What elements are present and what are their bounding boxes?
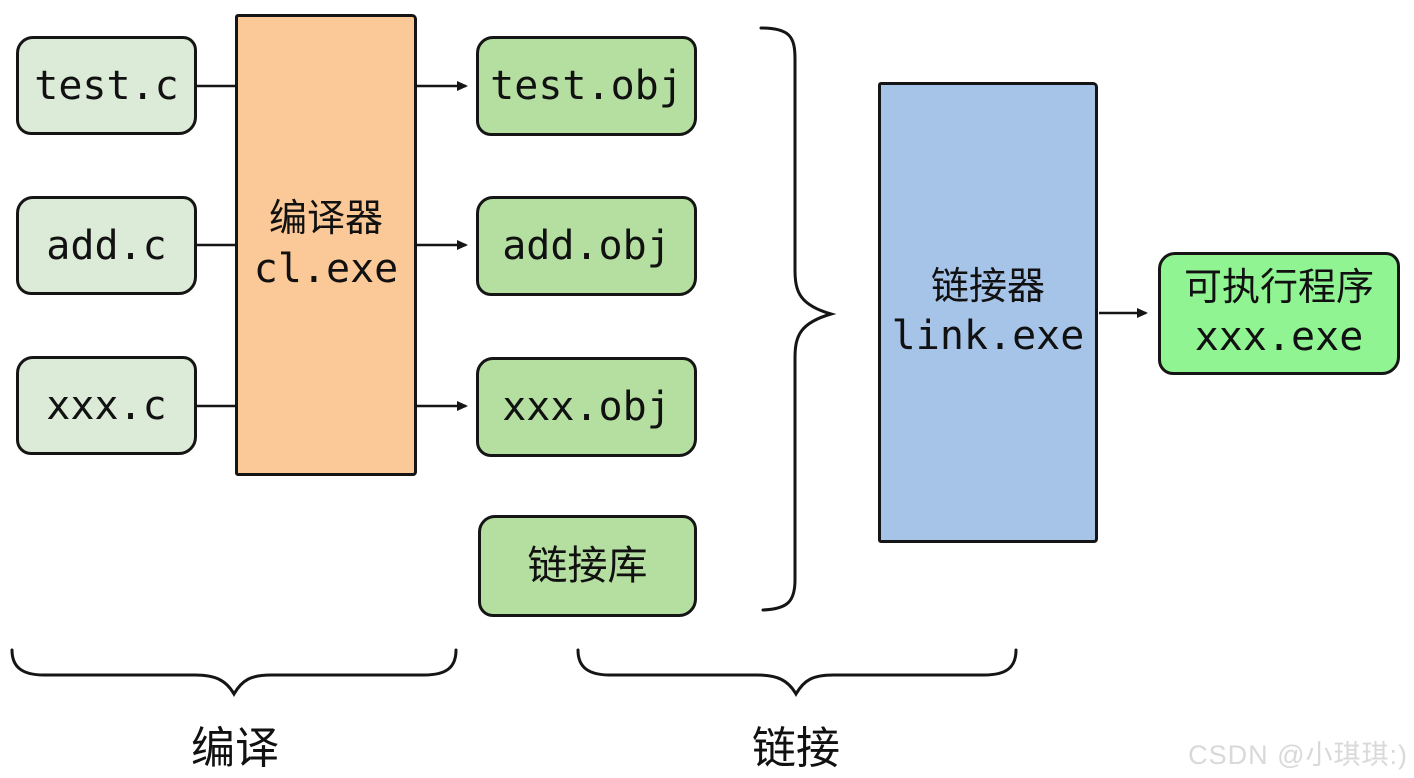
csdn-watermark: CSDN @小琪琪:) — [1188, 740, 1408, 770]
executable-exe-label: xxx.exe — [1194, 314, 1364, 361]
node-label: xxx.obj — [502, 384, 671, 430]
node-link-library: 链接库 — [478, 515, 697, 617]
linker-exe-label: link.exe — [891, 313, 1085, 360]
node-compiler: 编译器 cl.exe — [235, 14, 417, 476]
link-stage-brace — [576, 648, 1018, 698]
node-source-add-c: add.c — [16, 196, 197, 295]
node-executable: 可执行程序 xxx.exe — [1158, 252, 1400, 375]
node-object-test-obj: test.obj — [476, 36, 697, 136]
node-object-add-obj: add.obj — [476, 196, 697, 296]
executable-name-label: 可执行程序 — [1183, 266, 1374, 309]
right-gather-brace — [759, 26, 837, 612]
node-label: add.obj — [502, 223, 671, 269]
stage-label-compile: 编译 — [191, 724, 279, 773]
node-object-xxx-obj: xxx.obj — [476, 357, 697, 457]
compile-stage-brace — [10, 648, 458, 698]
node-source-test-c: test.c — [16, 36, 197, 135]
node-label: 链接库 — [527, 544, 648, 588]
node-label: xxx.c — [46, 382, 167, 429]
node-label: test.c — [34, 62, 179, 109]
compiler-exe-label: cl.exe — [253, 245, 399, 292]
node-source-xxx-c: xxx.c — [16, 356, 197, 455]
linker-name-label: 链接器 — [930, 265, 1045, 308]
stage-label-link: 链接 — [752, 724, 840, 773]
node-label: add.c — [46, 222, 167, 269]
node-label: test.obj — [490, 63, 683, 109]
node-linker: 链接器 link.exe — [878, 82, 1098, 543]
compiler-name-label: 编译器 — [268, 198, 383, 241]
